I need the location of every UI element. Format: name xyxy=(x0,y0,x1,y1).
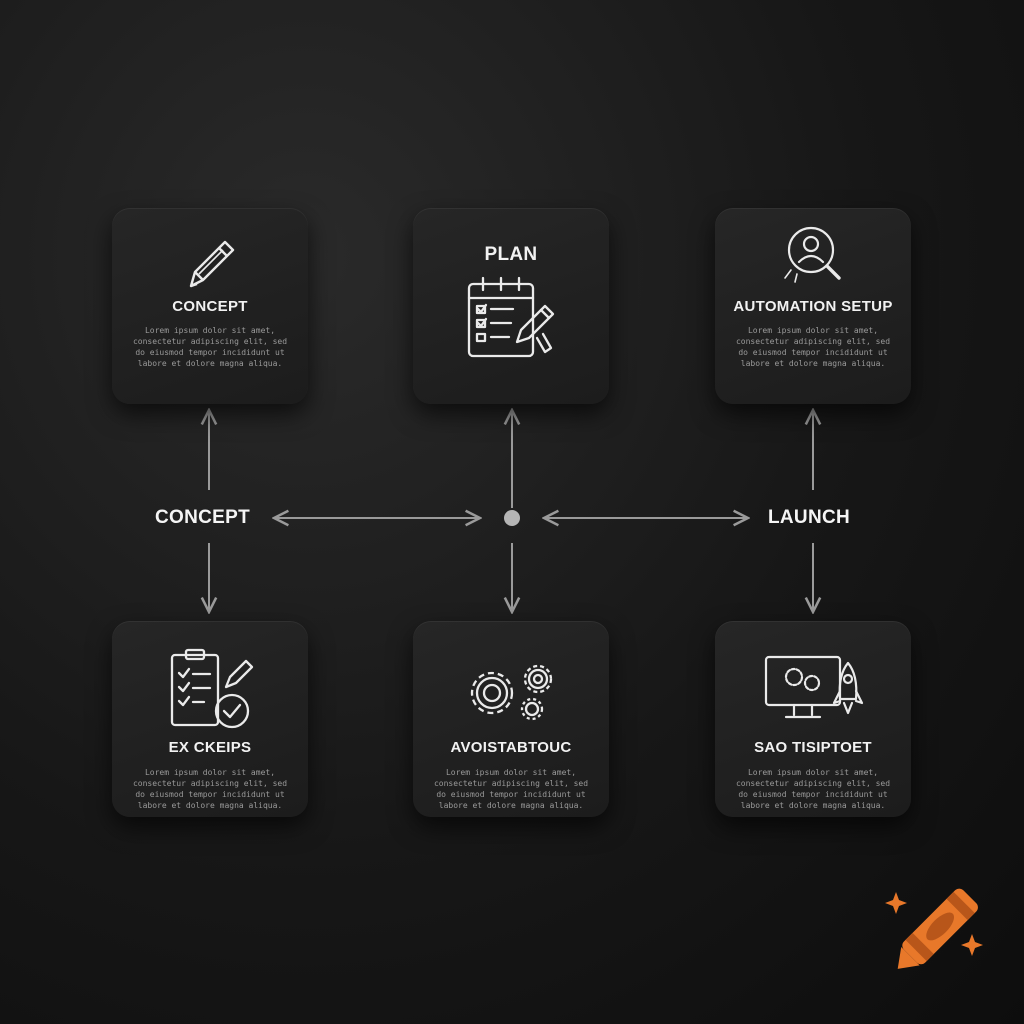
card-description: Lorem ipsum dolor sit amet, consectetur … xyxy=(132,326,288,368)
card-checklist[interactable]: EX CKEIPS Lorem ipsum dolor sit amet, co… xyxy=(112,621,308,817)
card-automation-setup[interactable]: AUTOMATION SETUP Lorem ipsum dolor sit a… xyxy=(715,208,911,404)
card-title: PLAN xyxy=(484,244,538,265)
pencil-icon xyxy=(112,230,308,300)
node-label-concept: CONCEPT xyxy=(155,507,250,528)
calendar-checklist-icon xyxy=(413,274,609,362)
center-hub-dot xyxy=(504,510,520,526)
card-title: EX CKEIPS xyxy=(168,739,252,756)
monitor-rocket-icon xyxy=(715,651,911,727)
card-description: Lorem ipsum dolor sit amet, consectetur … xyxy=(735,326,891,368)
card-title: SAO TISIPTOET xyxy=(754,739,872,756)
node-label-launch: LAUNCH xyxy=(768,507,851,528)
card-concept[interactable]: CONCEPT Lorem ipsum dolor sit amet, cons… xyxy=(112,208,308,404)
card-description: Lorem ipsum dolor sit amet, consectetur … xyxy=(433,768,589,810)
gears-icon xyxy=(413,657,609,727)
crayon-icon xyxy=(885,888,983,969)
card-title: CONCEPT xyxy=(172,298,248,315)
card-deploy[interactable]: SAO TISIPTOET Lorem ipsum dolor sit amet… xyxy=(715,621,911,817)
card-automation[interactable]: AVOISTABTOUC Lorem ipsum dolor sit amet,… xyxy=(413,621,609,817)
card-description: Lorem ipsum dolor sit amet, consectetur … xyxy=(132,768,288,810)
card-title: AVOISTABTOUC xyxy=(450,739,572,756)
card-description: Lorem ipsum dolor sit amet, consectetur … xyxy=(735,768,891,810)
clipboard-check-icon xyxy=(112,647,308,729)
card-plan[interactable]: PLAN xyxy=(413,208,609,404)
user-search-icon xyxy=(715,220,911,290)
card-title: AUTOMATION SETUP xyxy=(733,298,893,315)
